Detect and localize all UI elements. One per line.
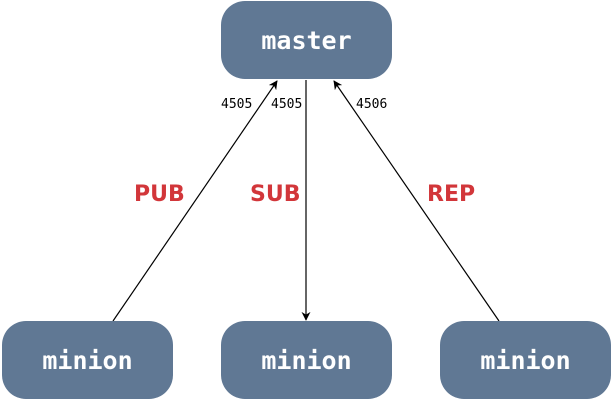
minion-node-center: minion (221, 321, 392, 399)
protocol-label-rep: REP (427, 182, 476, 207)
protocol-label-pub: PUB (134, 182, 185, 207)
port-label-sub: 4505 (271, 97, 303, 112)
minion-node-label: minion (480, 345, 571, 375)
master-node: master (221, 1, 392, 79)
minion-node-label: minion (42, 345, 133, 375)
protocol-label-sub: SUB (250, 182, 301, 207)
port-label-pub: 4505 (221, 97, 253, 112)
port-label-rep: 4506 (356, 97, 388, 112)
master-node-label: master (261, 25, 352, 55)
minion-node-right: minion (440, 321, 611, 399)
minion-node-left: minion (2, 321, 173, 399)
minion-node-label: minion (261, 345, 352, 375)
